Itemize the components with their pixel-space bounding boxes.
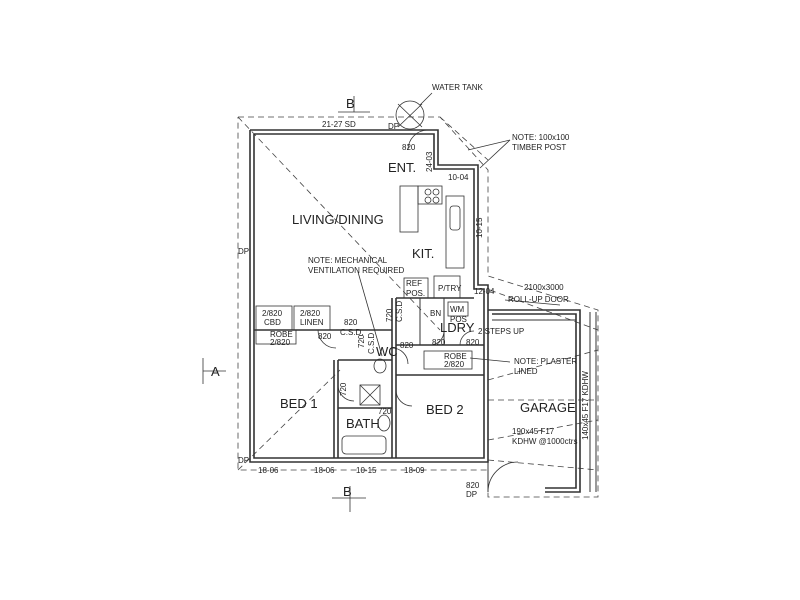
door-swings xyxy=(317,129,475,407)
room-bed2: BED 2 xyxy=(426,402,464,417)
dim-kitchen-top: 10-04 xyxy=(448,173,469,182)
section-marker-side: A xyxy=(202,358,226,384)
label-bn: BN xyxy=(430,309,441,318)
label-robe1-size: 2/820 xyxy=(270,338,291,347)
svg-text:A: A xyxy=(211,364,220,379)
room-entry: ENT. xyxy=(388,160,416,175)
note-timber-post-1: NOTE: 100x100 xyxy=(512,133,570,142)
dim-hall-820e: 820 xyxy=(400,341,414,350)
kitchen-fixtures xyxy=(399,185,465,299)
dim-wc-door: 720 xyxy=(357,334,366,348)
note-rafters-1: 190x45 F17 xyxy=(512,427,555,436)
label-wm: WM xyxy=(450,305,465,314)
note-mech-vent-2: VENTILATION REQUIRED xyxy=(308,266,405,275)
note-plaster-1: NOTE: PLASTER xyxy=(514,357,577,366)
dim-ldry-top: 720 xyxy=(385,308,394,322)
dim-hall-820a: 820 xyxy=(344,318,358,327)
water-tank-symbol xyxy=(395,100,425,130)
label-steps: 2 STEPS UP xyxy=(478,327,524,336)
dim-hall-820b: 820 xyxy=(318,332,332,341)
label-robe2-size: 2/820 xyxy=(444,360,465,369)
label-pantry: P/TRY xyxy=(438,284,462,293)
label-cbd-size: 2/820 xyxy=(262,309,283,318)
dim-garage-door: 820 xyxy=(466,481,480,490)
dim-bath-door: 720 xyxy=(378,407,392,416)
label-linen: LINEN xyxy=(300,318,324,327)
section-marker-top: B xyxy=(338,96,370,113)
label-robe2: ROBE xyxy=(444,352,467,361)
note-beam: 140x45 F17 KDHW xyxy=(581,371,590,440)
note-plaster-2: LINED xyxy=(514,367,538,376)
dim-bed1-door: 720 xyxy=(339,382,348,396)
svg-text:B: B xyxy=(346,96,355,111)
dim-bottom-3: 10-15 xyxy=(356,466,377,475)
dim-hall-820c: 820 xyxy=(432,338,446,347)
external-walls xyxy=(249,129,489,463)
downpipe-bottom-left: DP xyxy=(238,456,249,465)
label-wm-pos: POS xyxy=(450,315,467,324)
note-water-tank: WATER TANK xyxy=(432,83,483,92)
downpipe-bottom-right: DP xyxy=(466,490,477,499)
room-wc: WC xyxy=(376,344,398,359)
label-csd3: C.S.D xyxy=(367,332,376,354)
label-csd2: C.S.D xyxy=(395,300,404,322)
downpipe-left: DP xyxy=(238,247,249,256)
note-rollup-2: ROLL-UP DOOR xyxy=(508,295,569,304)
dim-entry-side: 24-03 xyxy=(425,151,434,172)
label-ref-pos: POS. xyxy=(406,289,425,298)
room-bath: BATH xyxy=(346,416,380,431)
leader-lines xyxy=(357,139,561,363)
label-cbd: CBD xyxy=(264,318,281,327)
dim-bottom-2: 18-06 xyxy=(314,466,335,475)
downpipe-top: DP xyxy=(388,122,399,131)
note-rafters-2: KDHW @1000ctrs xyxy=(512,437,577,446)
label-linen-size: 2/820 xyxy=(300,309,321,318)
room-garage: GARAGE xyxy=(520,400,576,415)
dim-top-door: 21-27 SD xyxy=(322,120,356,129)
note-rollup-1: 2100x3000 xyxy=(524,283,564,292)
note-mech-vent-1: NOTE: MECHANICAL xyxy=(308,256,388,265)
room-bed1: BED 1 xyxy=(280,396,318,411)
dim-bottom-4: 18-09 xyxy=(404,466,425,475)
dim-bottom-1: 18-06 xyxy=(258,466,279,475)
room-kitchen: KIT. xyxy=(412,246,434,261)
label-ref: REF xyxy=(406,279,422,288)
bathroom-fixtures xyxy=(341,301,469,455)
dim-entry-door: 820 xyxy=(402,143,416,152)
svg-text:B: B xyxy=(343,484,352,499)
note-timber-post-2: TIMBER POST xyxy=(512,143,566,152)
room-laundry: LDRY xyxy=(440,320,475,335)
cupboards xyxy=(255,305,473,370)
dim-kitchen-side: 10-15 xyxy=(475,217,484,238)
dim-hall-820d: 820 xyxy=(466,338,480,347)
garage-walls xyxy=(487,309,597,493)
label-csd1: C.S.D. xyxy=(340,328,364,337)
dim-garage-top: 12-04 xyxy=(474,287,495,296)
room-living-dining: LIVING/DINING xyxy=(292,212,384,227)
label-robe1: ROBE xyxy=(270,330,293,339)
section-marker-bottom: B xyxy=(332,484,366,512)
